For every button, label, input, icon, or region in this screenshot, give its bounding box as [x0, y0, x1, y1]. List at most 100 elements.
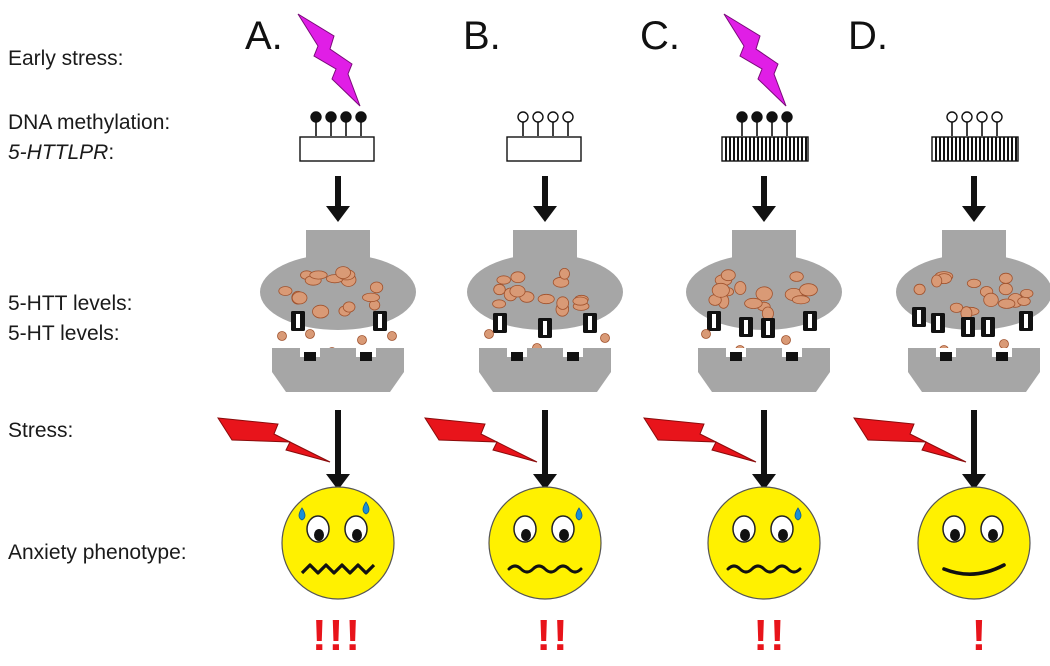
mouth-wavy-icon [507, 564, 583, 574]
long-allele-stripe [1015, 137, 1017, 161]
long-allele-stripe [785, 137, 787, 161]
mouth-wavy-icon [726, 564, 802, 574]
long-allele-stripe [995, 137, 997, 161]
gene-colon: : [108, 141, 115, 164]
serotonin-molecule [484, 329, 494, 339]
long-allele-stripe [801, 137, 803, 161]
long-allele-stripe [729, 137, 731, 161]
stress-bolt-icon [643, 417, 757, 463]
long-allele-stripe [955, 137, 957, 161]
vesicle [789, 271, 804, 282]
sweat-drop-icon [298, 507, 306, 521]
arrow-stress-to-phenotype-head [533, 474, 557, 490]
gene-name: 5-HTTLPR [8, 141, 109, 164]
vesicle [556, 296, 569, 310]
vesicle [510, 271, 526, 284]
pupil-icon [521, 529, 531, 541]
anxiety-phenotype-label: Anxiety phenotype: [8, 541, 187, 564]
arrow-gene-to-synapse-head [326, 206, 350, 222]
vesicle [1017, 296, 1031, 306]
arrow-gene-to-synapse-shaft [761, 176, 767, 208]
long-allele-stripe [753, 137, 755, 161]
panel-d [853, 111, 1050, 600]
pupil-icon [352, 529, 362, 541]
serotonin-molecule [701, 329, 711, 339]
long-allele-stripe [789, 137, 791, 161]
long-allele-stripe [805, 137, 807, 161]
vesicle [369, 281, 384, 294]
long-allele-stripe [777, 137, 779, 161]
unmethylated-cpg-icon [976, 111, 988, 123]
pupil-icon [950, 529, 960, 541]
anxiety-level-b: !! [536, 611, 570, 660]
vesicle [949, 302, 964, 313]
transporter-channel [378, 314, 382, 328]
methylated-cpg-icon [766, 111, 778, 123]
presynaptic-terminal [467, 254, 623, 330]
postsynaptic-neuron [698, 348, 830, 392]
sweat-drop-icon [575, 507, 583, 521]
vesicle [537, 293, 555, 305]
transporter-channel [766, 321, 770, 335]
long-allele-stripe [935, 137, 937, 161]
ht-levels-label: 5-HT levels: [8, 322, 120, 345]
long-allele-stripe [765, 137, 767, 161]
vesicle [720, 269, 736, 282]
long-allele-stripe [987, 137, 989, 161]
panel-b [424, 111, 623, 600]
panel-letter-a: A. [245, 14, 283, 58]
anxiety-level-c: !! [753, 611, 787, 660]
long-allele-stripe [773, 137, 775, 161]
long-allele-stripe [951, 137, 953, 161]
vesicle [998, 298, 1016, 309]
vesicle [999, 272, 1013, 284]
long-allele-stripe [971, 137, 973, 161]
vesicle [791, 295, 810, 305]
long-allele-stripe [963, 137, 965, 161]
serotonin-receptor-icon [567, 352, 579, 361]
serotonin-receptor-icon [304, 352, 316, 361]
gene-label: 5-HTTLPR: [8, 141, 114, 165]
vesicle [799, 283, 818, 297]
transporter-channel [543, 321, 547, 335]
vesicle [362, 292, 380, 303]
serotonin-receptor-icon [511, 352, 523, 361]
early-stress-bolt-icon [723, 13, 787, 107]
stress-bolt-icon [217, 417, 331, 463]
early-stress-label: Early stress: [8, 47, 124, 70]
vesicle [335, 266, 351, 280]
postsynaptic-neuron [479, 348, 611, 392]
mouth-zigzag-icon [300, 563, 376, 575]
serotonin-molecule [305, 329, 315, 339]
vesicle [744, 297, 763, 309]
pupil-icon [559, 529, 569, 541]
stress-bolt-icon [853, 417, 967, 463]
vesicle [309, 270, 328, 280]
transporter-channel [296, 314, 300, 328]
long-allele-stripe [983, 137, 985, 161]
long-allele-stripe [761, 137, 763, 161]
vesicle [509, 285, 526, 298]
arrow-stress-to-phenotype-shaft [542, 410, 548, 476]
anxiety-level-d: ! [971, 611, 989, 660]
face-icon [488, 486, 602, 600]
arrow-gene-to-synapse-shaft [542, 176, 548, 208]
transporter-channel [744, 320, 748, 334]
long-allele-stripe [943, 137, 945, 161]
dna-methylation-label: DNA methylation: [8, 111, 171, 134]
arrow-stress-to-phenotype-head [962, 474, 986, 490]
arrow-stress-to-phenotype-shaft [335, 410, 341, 476]
sweat-drop-icon [362, 501, 370, 515]
vesicle [1020, 288, 1034, 298]
arrow-stress-to-phenotype-shaft [971, 410, 977, 476]
face-icon [707, 486, 821, 600]
transporter-channel [966, 320, 970, 334]
transporter-channel [712, 314, 716, 328]
vesicle [278, 286, 293, 296]
long-allele-stripe [757, 137, 759, 161]
long-allele-stripe [781, 137, 783, 161]
sweat-drop-icon [794, 507, 802, 521]
vesicle [913, 283, 926, 295]
methylated-cpg-icon [751, 111, 763, 123]
